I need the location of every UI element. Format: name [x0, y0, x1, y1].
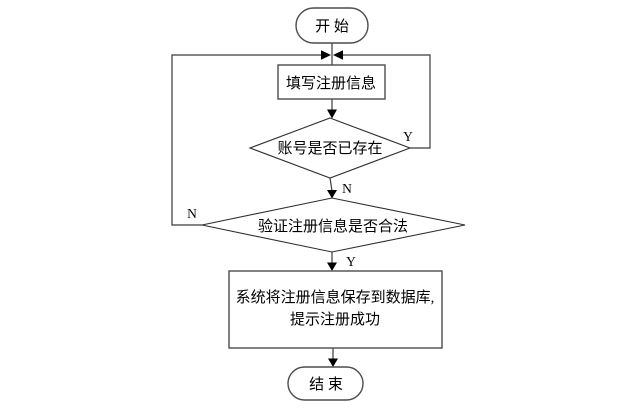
edge-label-validate-yes: Y [346, 254, 356, 269]
edge-validate-to-save [327, 252, 337, 271]
edge-account-exists-to-validate [327, 177, 337, 199]
node-end: 结 束 [287, 366, 364, 401]
validate-registration-decision-shape [201, 197, 466, 253]
start-terminator-shape [295, 7, 369, 44]
edge-account-exists-yes-loop [333, 50, 431, 149]
node-start: 开 始 [295, 7, 369, 44]
save-to-database-process-shape [228, 270, 443, 349]
edge-validate-no-loop [171, 50, 331, 226]
fill-registration-label: 填写注册信息 [286, 75, 376, 92]
arrowhead-down-icon [327, 109, 337, 119]
fill-registration-process-shape [277, 64, 386, 100]
start-label: 开 始 [315, 18, 349, 35]
edge-save-to-end [328, 348, 338, 367]
node-fill-registration: 填写注册信息 [277, 64, 386, 100]
edge-label-validate-no: N [187, 206, 197, 221]
save-to-database-label-line1: 系统将注册信息保存到数据库, [236, 289, 435, 306]
account-exists-decision-shape [248, 117, 412, 179]
arrowhead-down-icon [327, 262, 337, 271]
edge-label-account-exists-no: N [342, 181, 352, 196]
arrowhead-down-icon [328, 358, 338, 367]
account-exists-label: 账号是否已存在 [277, 140, 382, 157]
edge-label-account-exists-yes: Y [403, 129, 413, 144]
save-to-database-label-line2: 提示注册成功 [290, 311, 380, 328]
arrowhead-right-icon [321, 50, 331, 60]
validate-registration-label: 验证注册信息是否合法 [258, 218, 408, 235]
edge-fill-registration-to-account-exists [327, 99, 337, 119]
end-terminator-shape [287, 366, 364, 401]
end-label: 结 束 [309, 376, 343, 393]
node-account-exists: 账号是否已存在 [248, 117, 412, 179]
arrowhead-left-icon [333, 50, 343, 60]
node-save-to-database: 系统将注册信息保存到数据库, 提示注册成功 [228, 270, 443, 349]
node-validate-registration: 验证注册信息是否合法 [201, 197, 466, 253]
arrowhead-down-icon [327, 190, 337, 199]
